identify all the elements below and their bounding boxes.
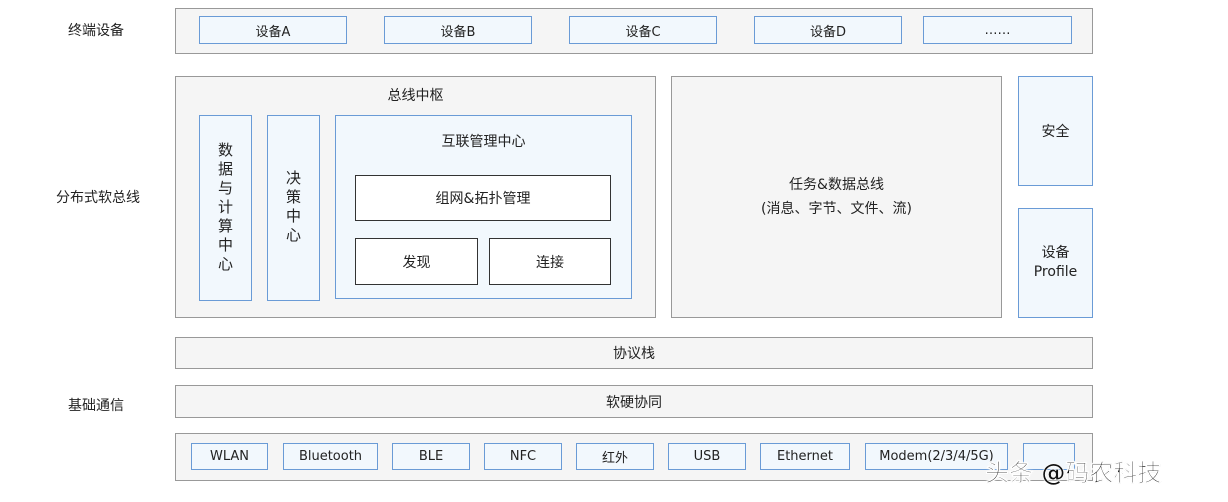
- device-d: 设备D: [754, 16, 902, 44]
- data-compute-center: 数据与计算中心: [199, 115, 252, 301]
- hw-sw-collaboration: 软硬协同: [175, 385, 1093, 418]
- security: 安全: [1018, 76, 1093, 186]
- device-a: 设备A: [199, 16, 347, 44]
- bus-hub-title: 总线中枢: [387, 88, 444, 104]
- device-c: 设备C: [569, 16, 717, 44]
- task-data-bus-title: 任务&数据总线: [789, 177, 884, 193]
- watermark: 头条 @码农科技: [985, 459, 1162, 488]
- interconnect-center-title: 互联管理中心: [441, 134, 526, 150]
- comm-bluetooth: Bluetooth: [283, 443, 378, 470]
- row-label-comm: 基础通信: [68, 398, 124, 414]
- decision-center-label: 决策中心: [284, 170, 302, 246]
- comm-usb: USB: [668, 443, 746, 470]
- row-label-softbus: 分布式软总线: [56, 190, 140, 206]
- device-b: 设备B: [384, 16, 532, 44]
- comm-nfc: NFC: [484, 443, 562, 470]
- device-more: ……: [923, 16, 1072, 44]
- comm-ethernet: Ethernet: [760, 443, 850, 470]
- networking-topology: 组网&拓扑管理: [355, 175, 611, 221]
- comm-infrared: 红外: [576, 443, 654, 470]
- discovery: 发现: [355, 238, 478, 285]
- comm-empty: [1023, 443, 1075, 470]
- task-data-bus-subtitle: (消息、字节、文件、流): [761, 201, 912, 217]
- task-data-bus: 任务&数据总线 (消息、字节、文件、流): [671, 76, 1002, 318]
- decision-center: 决策中心: [267, 115, 320, 301]
- row-label-terminal: 终端设备: [68, 23, 124, 39]
- connection: 连接: [489, 238, 611, 285]
- device-profile-line1: 设备: [1041, 245, 1070, 261]
- data-compute-center-label: 数据与计算中心: [216, 141, 234, 275]
- comm-wlan: WLAN: [191, 443, 268, 470]
- comm-modem: Modem(2/3/4/5G): [865, 443, 1008, 470]
- protocol-stack: 协议栈: [175, 337, 1093, 369]
- device-profile: 设备 Profile: [1018, 208, 1093, 318]
- comm-ble: BLE: [392, 443, 470, 470]
- device-profile-line2: Profile: [1033, 264, 1078, 280]
